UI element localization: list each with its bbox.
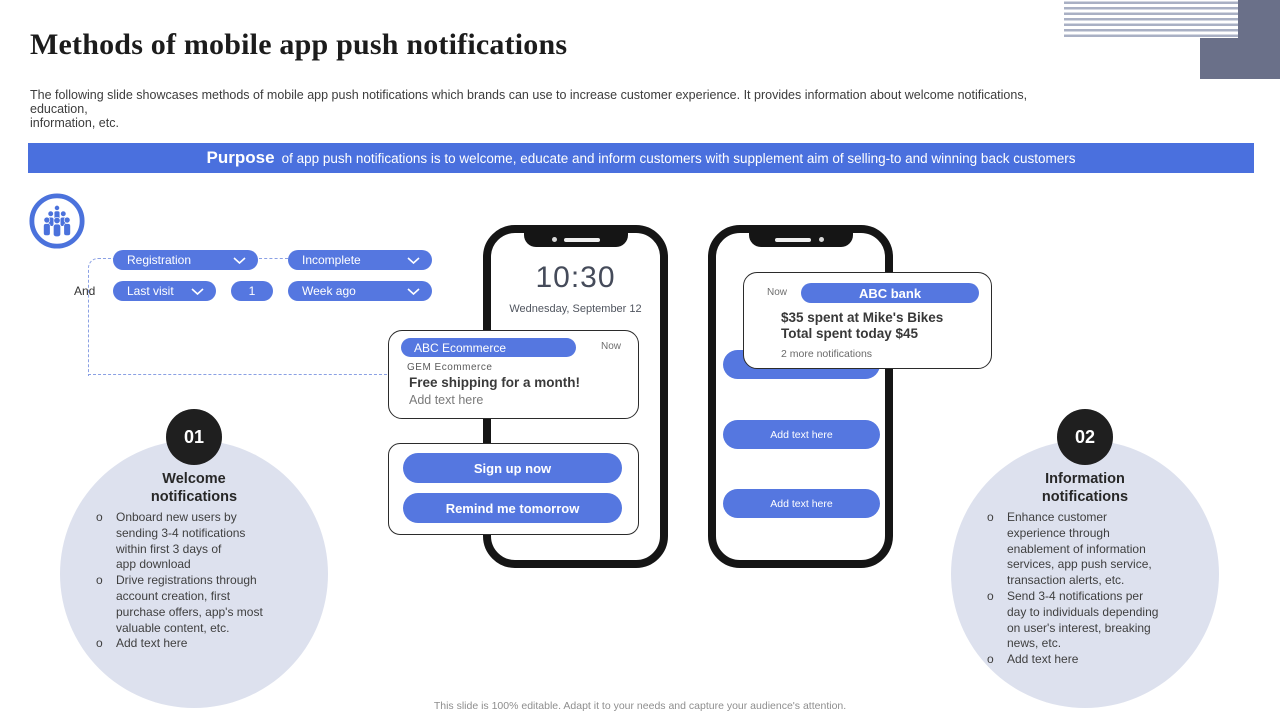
app-badge: ABC bank	[801, 283, 979, 303]
list-item: o Add text here	[96, 636, 188, 651]
week-ago-dropdown[interactable]: Week ago	[288, 281, 432, 301]
sign-up-button[interactable]: Sign up now	[403, 453, 622, 483]
dashed-connector	[88, 258, 114, 376]
dashed-connector	[259, 258, 288, 259]
bank-notification-card: Now ABC bank $35 spent at Mike's Bikes T…	[743, 272, 992, 369]
notification-line1: $35 spent at Mike's Bikes	[781, 310, 944, 325]
app-badge: ABC Ecommerce	[401, 338, 576, 357]
registration-dropdown[interactable]: Registration	[113, 250, 258, 270]
page-title: Methods of mobile app push notifications	[30, 28, 568, 61]
camera-dot-icon	[551, 237, 557, 242]
list-item: o Onboard new users by sending 3-4 notif…	[96, 510, 246, 572]
speaker-line-icon	[774, 237, 811, 242]
list-item: o Enhance customer experience through en…	[987, 510, 1152, 588]
speaker-line-icon	[563, 237, 600, 242]
list-item: o Drive registrations through account cr…	[96, 573, 263, 635]
camera-dot-icon	[818, 237, 824, 242]
ecommerce-notification-card: ABC Ecommerce Now GEM Ecommerce Free shi…	[388, 330, 639, 419]
notification-body: Add text here	[409, 393, 484, 407]
notification-time: Now	[600, 341, 621, 352]
count-value-pill[interactable]: 1	[231, 281, 273, 301]
notification-time: Now	[767, 287, 788, 298]
more-notifications-label: 2 more notifications	[781, 348, 873, 360]
notification-line2: Total spent today $45	[781, 326, 919, 341]
method-bullet-list: o Onboard new users by sending 3-4 notif…	[96, 510, 296, 652]
notification-title: Free shipping for a month!	[409, 375, 580, 390]
notification-source: GEM Ecommerce	[407, 362, 493, 373]
chevron-down-icon[interactable]	[407, 256, 420, 264]
dashed-connector	[88, 374, 392, 375]
incomplete-dropdown[interactable]: Incomplete	[288, 250, 432, 270]
remind-me-button[interactable]: Remind me tomorrow	[403, 493, 622, 523]
last-visit-dropdown[interactable]: Last visit	[113, 281, 216, 301]
stripes-decoration	[1064, 0, 1238, 38]
add-text-button[interactable]: Add text here	[723, 420, 880, 449]
method-circle-information	[951, 440, 1219, 708]
method-circle-welcome	[60, 440, 328, 708]
phone-notch	[523, 232, 628, 247]
method-bullet-list: o Enhance customer experience through en…	[987, 510, 1187, 668]
purpose-text: of app push notifications is to welcome,…	[281, 150, 1076, 166]
chevron-down-icon[interactable]	[191, 287, 204, 295]
slide-description: The following slide showcases methods of…	[30, 88, 1028, 130]
method-number-badge: 01	[166, 409, 222, 465]
method-title: Welcome notifications	[150, 471, 238, 505]
list-item: o Send 3-4 notifications per day to indi…	[987, 588, 1159, 651]
chevron-down-icon[interactable]	[233, 256, 246, 264]
group-people-icon	[29, 193, 85, 249]
lockscreen-date: Wednesday, September 12	[509, 303, 642, 315]
method-number-badge: 02	[1057, 409, 1113, 465]
purpose-keyword: Purpose	[206, 148, 275, 167]
and-operator-label: And	[74, 284, 96, 298]
phone-notch	[748, 232, 853, 247]
add-text-button[interactable]: Add text here	[723, 489, 880, 518]
purpose-banner: Purpose of app push notifications is to …	[28, 143, 1254, 173]
notification-actions-card: Sign up now Remind me tomorrow	[388, 443, 639, 535]
method-title: Information notifications	[1041, 471, 1129, 505]
list-item: o Add text here	[987, 652, 1079, 667]
chevron-down-icon[interactable]	[407, 287, 420, 295]
lockscreen-time: 10:30	[535, 261, 616, 294]
footer-note: This slide is 100% editable. Adapt it to…	[433, 700, 847, 712]
